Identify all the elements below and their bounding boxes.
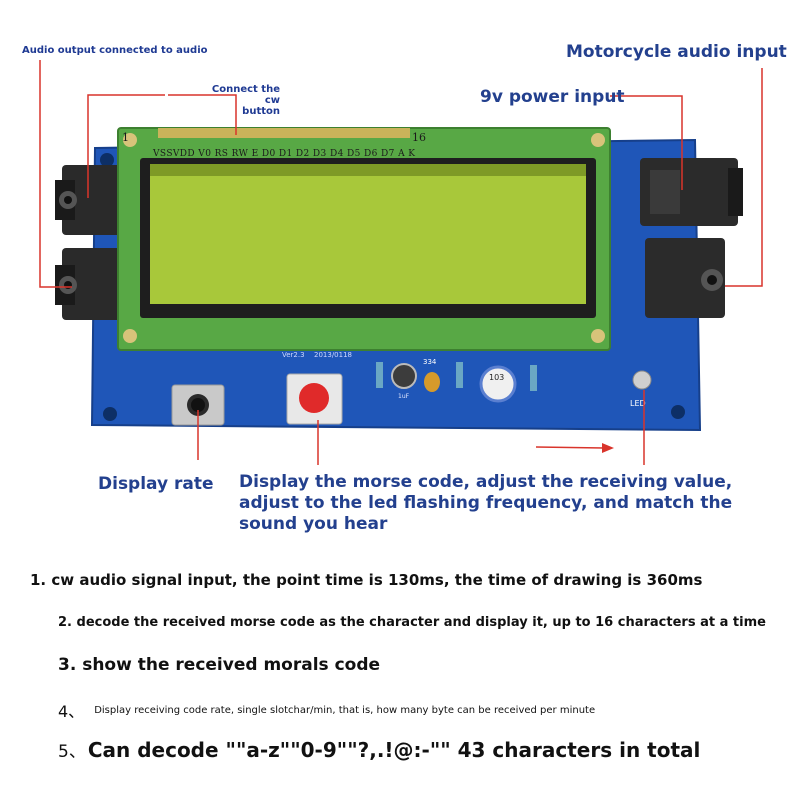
header-pins — [158, 128, 410, 138]
lcd-module — [117, 127, 611, 351]
cw-button-label: Connect the cw button — [198, 84, 280, 117]
potentiometer — [479, 365, 517, 403]
led-mark: LED — [630, 399, 646, 408]
date-text: 2013/0118 — [314, 351, 352, 359]
motorcycle-audio-jack — [645, 238, 725, 318]
display-rate-label: Display rate — [98, 474, 214, 494]
board-illustration: 1 16 VSSVDD V0 RS RW E D0 D1 D2 D3 D4 D5… — [39, 60, 763, 465]
morse-description-line1: Display the morse code, adjust the recei… — [239, 472, 733, 492]
cap2-mark: 1uF — [398, 393, 410, 400]
cw-button-label-line1: Connect the cw — [211, 84, 280, 106]
morse-description-line2: adjust to the led flashing frequency, an… — [239, 493, 733, 513]
pin-end-label: 16 — [412, 131, 426, 144]
morse-description: Display the morse code, adjust the recei… — [239, 472, 732, 535]
feature-2: 2. decode the received morse code as the… — [58, 615, 766, 630]
audio-jack-top — [55, 165, 122, 235]
resistor-1 — [376, 362, 383, 388]
morse-description-line3: sound you hear — [239, 514, 388, 534]
audio-output-label: Audio output connected to audio — [22, 45, 208, 56]
motorcycle-audio-label: Motorcycle audio input — [566, 42, 787, 62]
display-rate-switch — [171, 384, 225, 426]
audio-jack-bottom — [55, 248, 122, 320]
feature-3: 3. show the received morals code — [58, 655, 381, 675]
feature-1: 1. cw audio signal input, the point time… — [30, 571, 703, 589]
pin-labels: VSSVDD V0 RS RW E D0 D1 D2 D3 D4 D5 D6 D… — [152, 149, 415, 159]
ceramic-capacitor — [424, 372, 440, 392]
electrolytic-capacitor — [391, 363, 417, 389]
resistor-2 — [456, 362, 463, 388]
pin-start-label: 1 — [122, 131, 129, 144]
feature-4: 4、 Display receiving code rate, single s… — [58, 698, 595, 722]
resistor-3 — [530, 365, 537, 391]
cap-mark: 334 — [423, 358, 437, 366]
arrow-head — [602, 443, 614, 453]
version-text: Ver2.3 — [282, 351, 305, 359]
callout-lines — [39, 60, 763, 465]
pot-mark: 103 — [489, 373, 504, 382]
feature-4-text: Display receiving code rate, single slot… — [94, 704, 596, 716]
power-jack — [640, 158, 743, 226]
cw-button — [286, 373, 343, 425]
led — [632, 370, 652, 390]
feature-5-text: Can decode ""a-z""0-9""?,.!@:-"" 43 char… — [87, 737, 701, 762]
feature-4-prefix: 4、 — [58, 702, 85, 721]
cw-button-label-line2: button — [242, 106, 280, 117]
feature-5-prefix: 5、 — [58, 742, 86, 762]
feature-5: 5、 Can decode ""a-z""0-9""?,.!@:-"" 43 c… — [58, 737, 701, 763]
power-input-label: 9v power input — [480, 87, 625, 107]
